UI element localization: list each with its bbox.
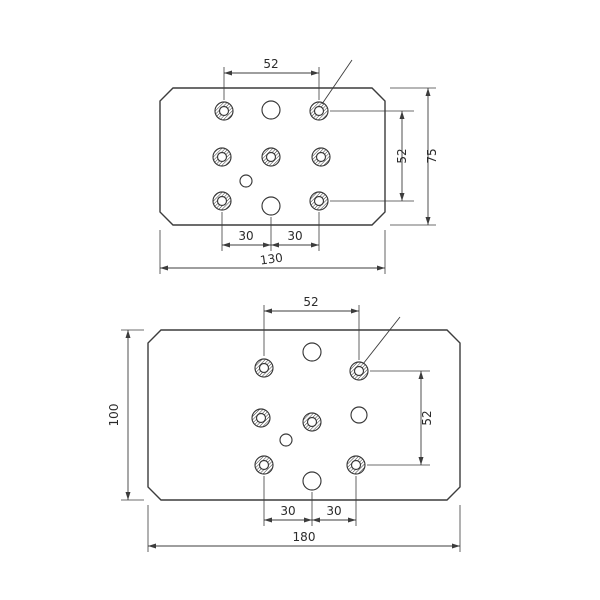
thread-hatch-ring	[262, 148, 280, 166]
hole-circle	[258, 459, 270, 471]
hole-leader-line	[321, 59, 353, 105]
hole-circle	[306, 416, 318, 428]
plain-hole	[261, 100, 281, 120]
thread-hatch-ring	[303, 413, 321, 431]
plain-hole	[302, 471, 322, 491]
dim-label-right-outer: 75	[425, 148, 439, 163]
threaded-hole	[349, 361, 369, 381]
threaded-hole	[309, 101, 329, 121]
hole-circle	[279, 433, 293, 447]
dim-label-bottom-overall: 180	[293, 530, 316, 544]
plain-hole	[239, 174, 253, 188]
dim-bottom-overall: 180	[147, 505, 461, 552]
hole-circle	[254, 455, 274, 475]
thread-hatch-ring	[310, 102, 328, 120]
dim-bottom-overall: 130	[159, 230, 386, 274]
hole-leader-line	[362, 316, 401, 365]
hole-circle	[313, 105, 325, 117]
threaded-hole	[212, 147, 232, 167]
dim-right-inner: 52	[330, 110, 414, 202]
plain-hole	[350, 406, 368, 424]
hole-circle	[311, 147, 331, 167]
hole-circle	[302, 342, 322, 362]
hole-circle	[265, 151, 277, 163]
hole-circle	[214, 101, 234, 121]
threaded-hole	[302, 412, 322, 432]
dim-right-inner: 52	[367, 370, 434, 466]
hole-circle	[212, 147, 232, 167]
hole-circle	[216, 195, 228, 207]
hole-circle	[255, 412, 267, 424]
threaded-hole	[251, 408, 271, 428]
hole-circle	[216, 151, 228, 163]
threaded-hole	[346, 455, 366, 475]
dim-top-width: 52	[263, 295, 360, 360]
dim-label-bottom-overall: 130	[259, 251, 284, 268]
hole-circle	[315, 151, 327, 163]
thread-hatch-ring	[213, 148, 231, 166]
hole-circle	[239, 174, 253, 188]
threaded-hole	[212, 191, 232, 211]
hole-circle	[302, 471, 322, 491]
hole-circle	[309, 191, 329, 211]
plate-outline	[159, 87, 386, 226]
dim-bottom-spacing: 30 30	[263, 476, 357, 526]
thread-hatch-ring	[347, 456, 365, 474]
bottom-view: 52 100 52 30 30 180	[107, 295, 461, 552]
hole-circle	[313, 195, 325, 207]
plain-hole	[302, 342, 322, 362]
thread-hatch-ring	[312, 148, 330, 166]
plain-hole	[279, 433, 293, 447]
hole-circle	[350, 459, 362, 471]
dim-label-top-width: 52	[263, 57, 278, 71]
hole-circle	[302, 412, 322, 432]
thread-hatch-ring	[213, 192, 231, 210]
thread-hatch-ring	[252, 409, 270, 427]
dim-right-outer: 75	[390, 87, 439, 226]
threaded-hole	[214, 101, 234, 121]
hole-circle	[261, 147, 281, 167]
drawing-2-holes	[251, 342, 369, 491]
hole-circle	[251, 408, 271, 428]
dim-label-bottom-right: 30	[287, 229, 302, 243]
dim-bottom-spacing: 30 30	[221, 212, 320, 251]
dim-label-top-width: 52	[303, 295, 318, 309]
dim-label-bottom-right: 30	[326, 504, 341, 518]
dim-label-bottom-left: 30	[238, 229, 253, 243]
hole-circle	[254, 358, 274, 378]
hole-circle	[212, 191, 232, 211]
hole-circle	[218, 105, 230, 117]
thread-hatch-ring	[255, 456, 273, 474]
threaded-hole	[254, 358, 274, 378]
top-view: 52 52 75 30 30 130	[159, 57, 439, 274]
hole-circle	[258, 362, 270, 374]
hole-circle	[349, 361, 369, 381]
hole-circle	[353, 365, 365, 377]
dim-label-right-inner: 52	[420, 410, 434, 425]
dim-label-right-inner: 52	[395, 148, 409, 163]
hole-circle	[346, 455, 366, 475]
threaded-hole	[311, 147, 331, 167]
hole-circle	[261, 196, 281, 216]
drawing-1-holes	[212, 100, 331, 216]
hole-circle	[350, 406, 368, 424]
thread-hatch-ring	[310, 192, 328, 210]
threaded-hole	[309, 191, 329, 211]
threaded-hole	[261, 147, 281, 167]
threaded-hole	[254, 455, 274, 475]
dim-label-left-outer: 100	[107, 404, 121, 427]
thread-hatch-ring	[255, 359, 273, 377]
plate-outline	[147, 329, 461, 501]
dim-left-outer: 100	[107, 329, 144, 501]
hole-circle	[261, 100, 281, 120]
hole-circle	[309, 101, 329, 121]
plain-hole	[261, 196, 281, 216]
dim-top-width: 52	[223, 57, 320, 100]
thread-hatch-ring	[215, 102, 233, 120]
thread-hatch-ring	[350, 362, 368, 380]
dim-label-bottom-left: 30	[280, 504, 295, 518]
